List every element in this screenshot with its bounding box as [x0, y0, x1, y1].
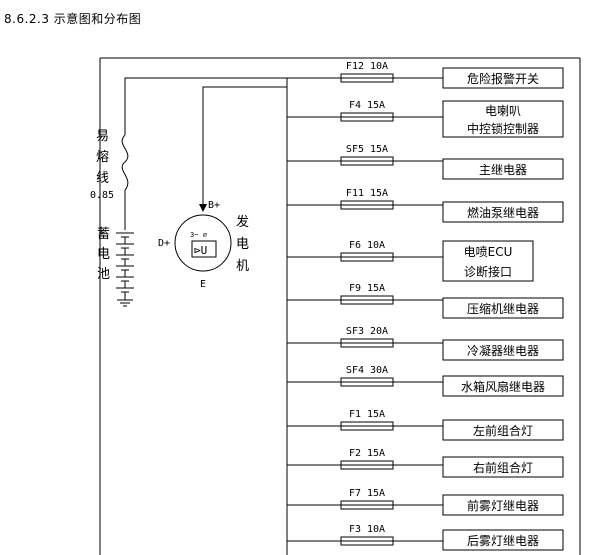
load-box	[442, 67, 564, 89]
load-label: 后雾灯继电器	[467, 534, 539, 548]
circuit-row: F6 10A 电喷ECU 诊断接口	[287, 240, 534, 282]
b-terminal-label: B+	[208, 200, 220, 211]
fusible-link-value: 0.85	[90, 190, 114, 201]
diagram-frame	[99, 57, 581, 555]
fuse-label: F2 15A	[349, 448, 385, 459]
load-label: 诊断接口	[464, 264, 512, 279]
load-box	[442, 419, 564, 441]
load-label: 压缩机继电器	[467, 301, 539, 316]
fusible-link: 易 熔 线 0.85	[90, 129, 129, 230]
load-box	[442, 375, 564, 397]
fusible-link-symbol	[121, 134, 129, 191]
fusible-link-char-3: 线	[96, 171, 109, 186]
load-label: 电喷ECU	[464, 245, 513, 259]
load-label: 中控锁控制器	[467, 121, 539, 136]
fuse-label: F1 15A	[349, 409, 385, 420]
fuse-label: F6 10A	[349, 240, 385, 251]
generator-circle	[174, 214, 232, 272]
circuit-row: F1 15A 左前组合灯	[287, 409, 564, 441]
load-box	[442, 529, 564, 551]
fuse-label: F4 15A	[349, 100, 385, 111]
generator: B+ 3~ ∅ ⊳U D+ E 发 电 机	[158, 200, 249, 290]
load-label: 右前组合灯	[473, 460, 533, 475]
load-box	[442, 201, 564, 223]
circuit-row: SF3 20A 冷凝器继电器	[287, 326, 564, 361]
circuit-row: F7 15A 前雾灯继电器	[287, 488, 564, 516]
generator-inner-symbol: ⊳U	[194, 244, 207, 257]
load-box	[442, 297, 564, 319]
load-label: 左前组合灯	[473, 423, 533, 438]
fuse-label: F3 10A	[349, 524, 385, 535]
load-label: 水箱风扇继电器	[461, 379, 545, 394]
battery-char-1: 蓄	[97, 227, 110, 242]
main-wiring	[124, 77, 288, 555]
circuit-row: F11 15A 燃油泵继电器	[287, 188, 564, 223]
load-label: 前雾灯继电器	[467, 498, 539, 513]
d-terminal-label: D+	[158, 238, 170, 249]
fuse-label: F7 15A	[349, 488, 385, 499]
fuse-label: SF4 30A	[346, 365, 388, 376]
fuse-label: SF3 20A	[346, 326, 388, 337]
section-heading: 8.6.2.3 示意图和分布图	[4, 12, 142, 26]
load-label: 冷凝器继电器	[467, 343, 539, 358]
fuse-label: F9 15A	[349, 283, 385, 294]
fusible-link-char-2: 熔	[96, 150, 109, 165]
circuit-row: F9 15A 压缩机继电器	[287, 283, 564, 319]
load-label: 危险报警开关	[467, 71, 539, 86]
load-box	[442, 494, 564, 516]
fuse-label: SF5 15A	[346, 144, 388, 155]
circuit-row: SF4 30A 水箱风扇继电器	[287, 365, 564, 397]
circuit-row: F2 15A 右前组合灯	[287, 448, 564, 478]
b-terminal-arrow	[199, 204, 207, 212]
circuit-row: F12 10A 危险报警开关	[287, 61, 564, 89]
load-box	[442, 339, 564, 361]
load-box	[442, 240, 534, 282]
battery: 蓄 电 池	[97, 227, 134, 307]
load-label: 电喇叭	[485, 103, 521, 118]
load-label: 燃油泵继电器	[467, 205, 539, 220]
battery-char-2: 电	[97, 247, 110, 262]
generator-char-2: 电	[236, 237, 249, 252]
battery-char-3: 池	[97, 267, 110, 282]
load-box	[442, 158, 564, 180]
fusible-link-char-1: 易	[96, 129, 109, 144]
circuit-row: SF5 15A 主继电器	[287, 144, 564, 180]
load-box	[442, 456, 564, 478]
e-terminal-label: E	[200, 279, 206, 290]
circuit-row: F3 10A 后雾灯继电器	[287, 524, 564, 551]
generator-inner-small: 3~ ∅	[190, 231, 207, 239]
load-label: 主继电器	[479, 163, 527, 177]
battery-plates	[116, 232, 134, 299]
fuse-label: F11 15A	[346, 188, 388, 199]
generator-char-3: 机	[236, 259, 249, 274]
generator-char-1: 发	[236, 214, 249, 230]
fuse-label: F12 10A	[346, 61, 388, 72]
load-box	[442, 100, 564, 138]
